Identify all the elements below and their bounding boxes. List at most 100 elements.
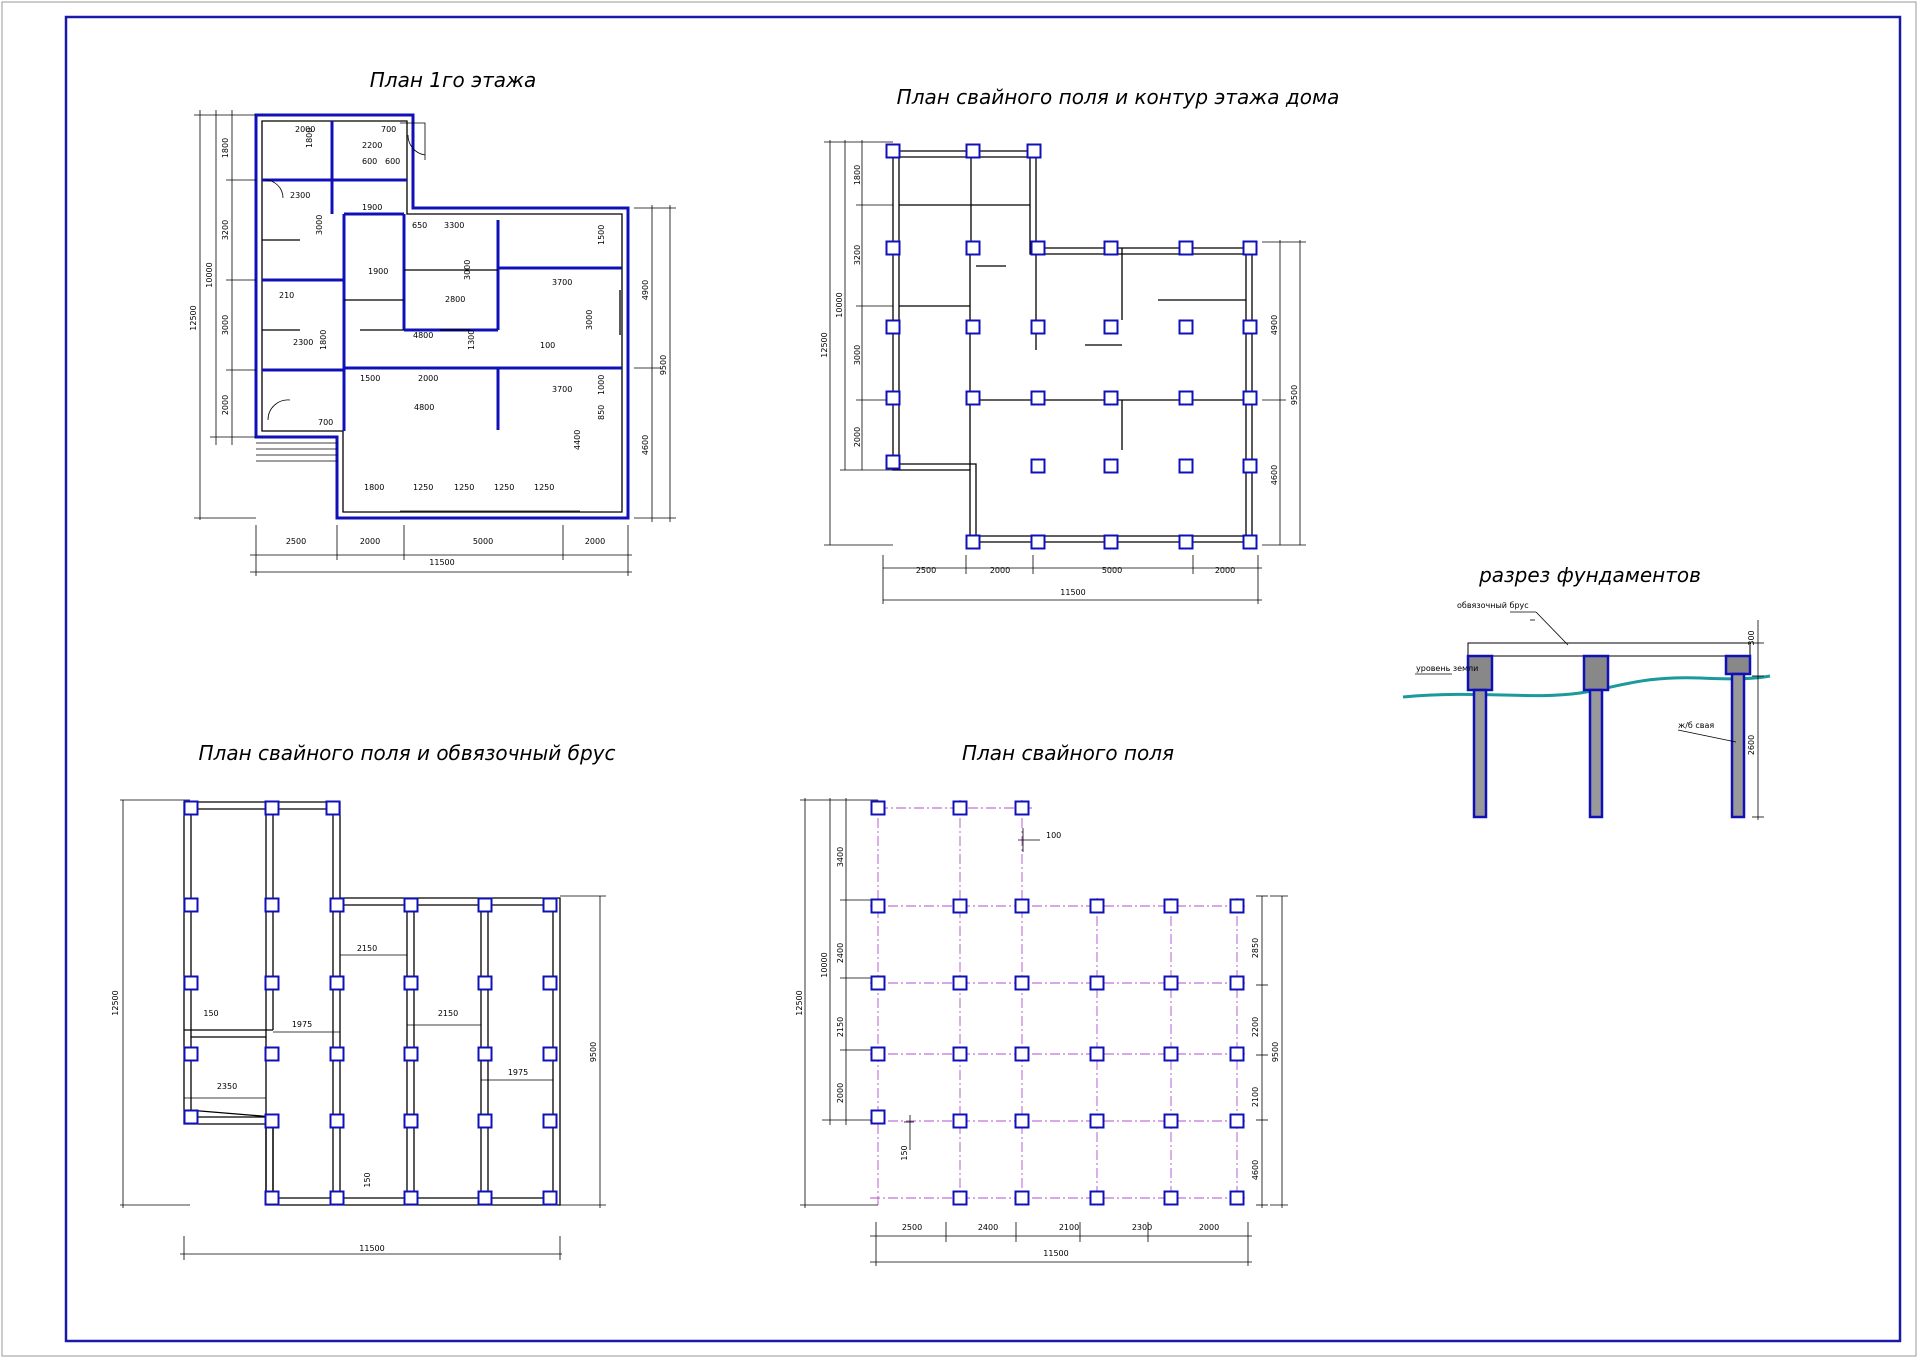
tiebeam-dimensions <box>120 799 606 1260</box>
d4-dim-left: 12500 <box>111 990 120 1015</box>
pile-marker <box>1026 143 1042 159</box>
pile-marker <box>183 1046 199 1062</box>
pile-marker <box>183 897 199 913</box>
pile-marker <box>1242 534 1258 550</box>
pile-marker <box>1089 1113 1105 1129</box>
d2-dim-right-total: 9500 <box>1290 385 1299 405</box>
svg-text:850: 850 <box>597 405 606 420</box>
dim-right-total: 9500 <box>659 355 668 375</box>
pile-marker <box>1229 975 1245 991</box>
svg-text:3000: 3000 <box>463 260 472 280</box>
pile-marker <box>329 1190 345 1206</box>
d5-dim-3: 2100 <box>1059 1223 1079 1232</box>
pile-marker <box>1163 1190 1179 1206</box>
pile-marker <box>965 390 981 406</box>
dim-left-4: 2000 <box>221 395 230 415</box>
pile-marker <box>1229 1190 1245 1206</box>
svg-text:2000: 2000 <box>418 374 438 383</box>
d4-label-4: 2150 <box>438 1009 458 1018</box>
svg-text:3000: 3000 <box>585 310 594 330</box>
d4-label-3: 1975 <box>292 1020 312 1029</box>
pile-marker <box>952 800 968 816</box>
pile-marker <box>1030 390 1046 406</box>
svg-text:600: 600 <box>362 157 377 166</box>
floor-plan-outer-wall <box>254 113 630 520</box>
svg-text:1500: 1500 <box>360 374 380 383</box>
dim-2500: 2500 <box>286 537 306 546</box>
pile-marker <box>477 1046 493 1062</box>
label-tie-beam: обвязочный брус <box>1457 601 1529 610</box>
pile-marker <box>1242 390 1258 406</box>
pile-marker <box>183 1109 199 1125</box>
pile-marker <box>477 975 493 991</box>
pile-marker <box>1178 458 1194 474</box>
pile-marker <box>870 898 886 914</box>
dim-300: 300 <box>1747 630 1756 645</box>
pile-marker <box>403 1113 419 1129</box>
pile-marker <box>952 1113 968 1129</box>
pile-marker <box>542 975 558 991</box>
pile-marker <box>183 800 199 816</box>
svg-text:1500: 1500 <box>597 225 606 245</box>
pile-marker <box>1163 898 1179 914</box>
d5-dim-total: 11500 <box>1043 1249 1068 1258</box>
dim-left-3: 3000 <box>221 315 230 335</box>
svg-text:3000: 3000 <box>315 215 324 235</box>
svg-text:2000: 2000 <box>295 125 315 134</box>
pile-marker <box>1089 1046 1105 1062</box>
pile-marker <box>1103 458 1119 474</box>
svg-text:700: 700 <box>381 125 396 134</box>
d5-dim-left-2: 2400 <box>836 943 845 963</box>
pile-marker <box>885 143 901 159</box>
contour-piles <box>885 143 1258 550</box>
pile-marker <box>1014 1190 1030 1206</box>
d5-dim-right-total: 9500 <box>1271 1042 1280 1062</box>
d2-dim-left-total: 12500 <box>820 332 829 357</box>
pile-contour-title: План свайного поля и контур этажа дома <box>897 85 1340 109</box>
d4-label-2: 150 <box>203 1009 218 1018</box>
dim-right-1: 4900 <box>641 280 650 300</box>
d5-dim-left-1: 3400 <box>836 847 845 867</box>
pile-marker <box>1014 898 1030 914</box>
svg-text:3700: 3700 <box>552 278 572 287</box>
pile-marker <box>952 1046 968 1062</box>
pile-marker <box>1014 1046 1030 1062</box>
d2-dim-2: 2000 <box>990 566 1010 575</box>
pile-marker <box>1030 534 1046 550</box>
pile-marker <box>1103 240 1119 256</box>
d4-label-1: 2150 <box>357 944 377 953</box>
svg-text:1800: 1800 <box>364 483 384 492</box>
d4-label-5: 2350 <box>217 1082 237 1091</box>
pile-marker <box>329 1113 345 1129</box>
pile-contour-drawing: План свайного поля и контур этажа дома <box>820 85 1339 604</box>
svg-text:1800: 1800 <box>319 330 328 350</box>
pile-marker <box>542 1046 558 1062</box>
d2-dim-right-2: 4600 <box>1270 465 1279 485</box>
svg-text:2300: 2300 <box>290 191 310 200</box>
pile-marker <box>264 1046 280 1062</box>
svg-text:4800: 4800 <box>413 331 433 340</box>
svg-text:210: 210 <box>279 291 294 300</box>
label-pile: ж/б свая <box>1678 721 1714 730</box>
pile-marker <box>1178 240 1194 256</box>
d5-dim-left-mid: 10000 <box>820 952 829 977</box>
d2-dim-left-3: 3000 <box>853 345 862 365</box>
svg-text:700: 700 <box>318 418 333 427</box>
pile-marker <box>542 1190 558 1206</box>
d5-dim-5: 2000 <box>1199 1223 1219 1232</box>
pile-marker <box>885 454 901 470</box>
pile-marker <box>1014 1113 1030 1129</box>
floor-plan-title: План 1го этажа <box>370 68 537 92</box>
d5-dim-right-2: 2200 <box>1251 1017 1260 1037</box>
pile-field-title: План свайного поля <box>962 741 1174 765</box>
pile-marker <box>1229 1046 1245 1062</box>
pile-leader <box>1677 729 1737 743</box>
svg-text:2800: 2800 <box>445 295 465 304</box>
pile-marker <box>403 1190 419 1206</box>
pile-marker <box>1163 1046 1179 1062</box>
porch-steps <box>256 442 337 462</box>
piles-section <box>1466 654 1752 819</box>
svg-text:1900: 1900 <box>368 267 388 276</box>
svg-text:1000: 1000 <box>597 375 606 395</box>
